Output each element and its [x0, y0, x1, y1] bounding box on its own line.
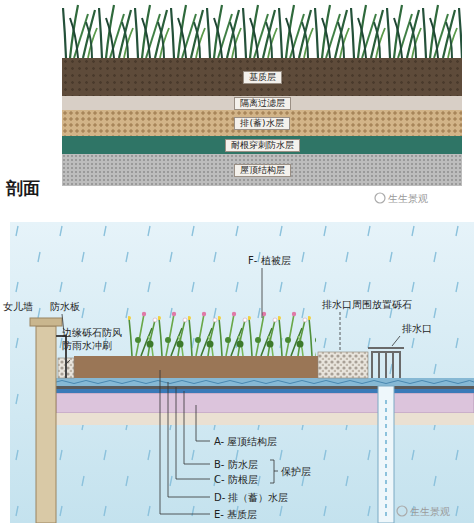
sky-panel: [10, 222, 474, 523]
water-flow: [385, 400, 387, 520]
part-label: F- 植被层: [248, 254, 291, 267]
layer-label: 耐根穿刺防水层: [225, 139, 300, 152]
layer-label: E- 基质层: [214, 508, 257, 521]
watermark: 生生景观: [410, 505, 450, 518]
layer-label: D- 排（蓄）水层: [214, 491, 289, 504]
grass-layer: [62, 2, 462, 60]
drain-grate: [368, 348, 404, 378]
drainage-wave: [56, 381, 474, 384]
drain-gravel: [318, 352, 368, 378]
watermark-icon: [397, 506, 407, 516]
part-label: 边缘砾石防风 防雨水冲刷: [62, 326, 126, 352]
group-label: 保护层: [281, 465, 311, 478]
rain: [10, 222, 474, 523]
drain-pipe: [378, 386, 394, 523]
layer-label: 屋顶结构层: [234, 164, 291, 177]
substrate: [74, 356, 318, 378]
slab-underside: [56, 413, 474, 425]
roof-slab: [56, 393, 474, 413]
vegetation: [128, 306, 316, 356]
layer-label: 排(蓄)水层: [234, 117, 289, 130]
layer-label: A- 屋顶结构层: [214, 435, 277, 448]
watermark: 生生景观: [388, 192, 428, 205]
waterproof-layer: [56, 389, 474, 393]
part-label: 女儿墙: [3, 300, 33, 313]
layer-label: 隔离过滤层: [234, 97, 291, 110]
layer-band: 屋顶结构层: [62, 154, 462, 186]
layer-band: 排(蓄)水层: [62, 110, 462, 136]
parapet-wall: [36, 326, 56, 523]
part-label: 排水口: [402, 322, 432, 335]
root-barrier: [56, 386, 474, 389]
parapet-coping: [30, 318, 62, 326]
layer-band: 隔离过滤层: [62, 96, 462, 110]
layer-label: C- 防根层: [214, 473, 258, 486]
layer-label: 基质层: [243, 71, 282, 84]
layer-band: 耐根穿刺防水层: [62, 136, 462, 154]
part-label: 排水口周围放置砾石: [322, 298, 412, 311]
section-title: 剖面: [6, 178, 40, 199]
watermark-icon: [375, 193, 385, 203]
part-label: 防水板: [50, 300, 80, 313]
layer-label: B- 防水层: [214, 458, 258, 471]
drainage-layer: [56, 378, 474, 386]
layer-band: 基质层: [62, 58, 462, 96]
